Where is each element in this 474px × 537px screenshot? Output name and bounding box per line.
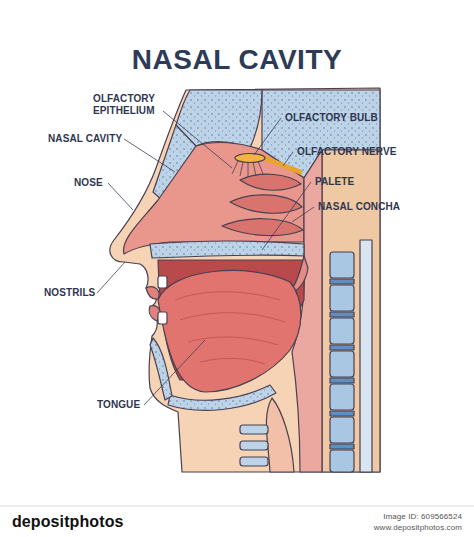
concha [230,195,302,213]
mandible [168,385,276,410]
part-label: TONGUE [97,399,140,411]
part-label: OLFACTORY BULB [285,112,378,124]
spinal-disc [330,279,354,284]
chin-bone [150,338,172,400]
leader-line [124,139,175,172]
spinal-disc [330,345,354,350]
hard-palate [150,241,304,258]
trachea-ring [240,425,268,434]
vertebra [330,351,354,377]
leader-line [163,111,232,168]
trachea-ring [240,457,268,466]
watermark-url: www.depositphotos.com [374,523,462,532]
nasal-cavity-region [123,143,304,254]
part-label: OLFACTORY EPITHELIUM [93,93,173,116]
concha [240,174,301,190]
tongue [158,270,301,392]
vertebra [330,450,354,472]
epiglottis [266,398,294,472]
part-label: NASAL CAVITY [48,133,122,145]
tongue-fiber [175,292,285,364]
neck-tissue [322,150,380,472]
part-label: NOSE [74,177,103,189]
trachea-ring [240,441,268,450]
leader-line [97,262,125,293]
spinal-disc [330,444,354,449]
olfactory-nerve [262,157,300,172]
concha [222,219,303,236]
leader-line [262,182,311,250]
vertebra [330,252,354,278]
image-id: Image ID: 609566524 [383,512,462,521]
watermark-logo: depositphotos [12,513,124,531]
leader-line [108,183,133,210]
diagram-title: NASAL CAVITY [0,44,474,76]
spinal-cord [360,240,372,472]
part-label: NOSTRILS [44,287,95,299]
olfactory-bulb [235,154,265,163]
upper-tooth [158,276,167,288]
part-label: NASAL CONCHA [318,201,400,213]
olfactory-fibers [232,161,263,177]
spinal-disc [330,378,354,383]
footer-rule [0,506,474,507]
head-skin [110,88,380,472]
vertebra [330,417,354,443]
leader-line [144,340,205,405]
vertebra [330,384,354,410]
leader-line [292,207,314,222]
vertebra [330,285,354,311]
part-label: PALETE [315,176,354,188]
upper-lip [146,287,159,299]
spinal-disc [330,312,354,317]
part-label: OLFACTORY NERVE [297,146,396,158]
leader-line [254,118,281,155]
vertebra [330,318,354,344]
spinal-disc [330,411,354,416]
leader-line [283,152,293,166]
lower-tooth [158,312,167,324]
